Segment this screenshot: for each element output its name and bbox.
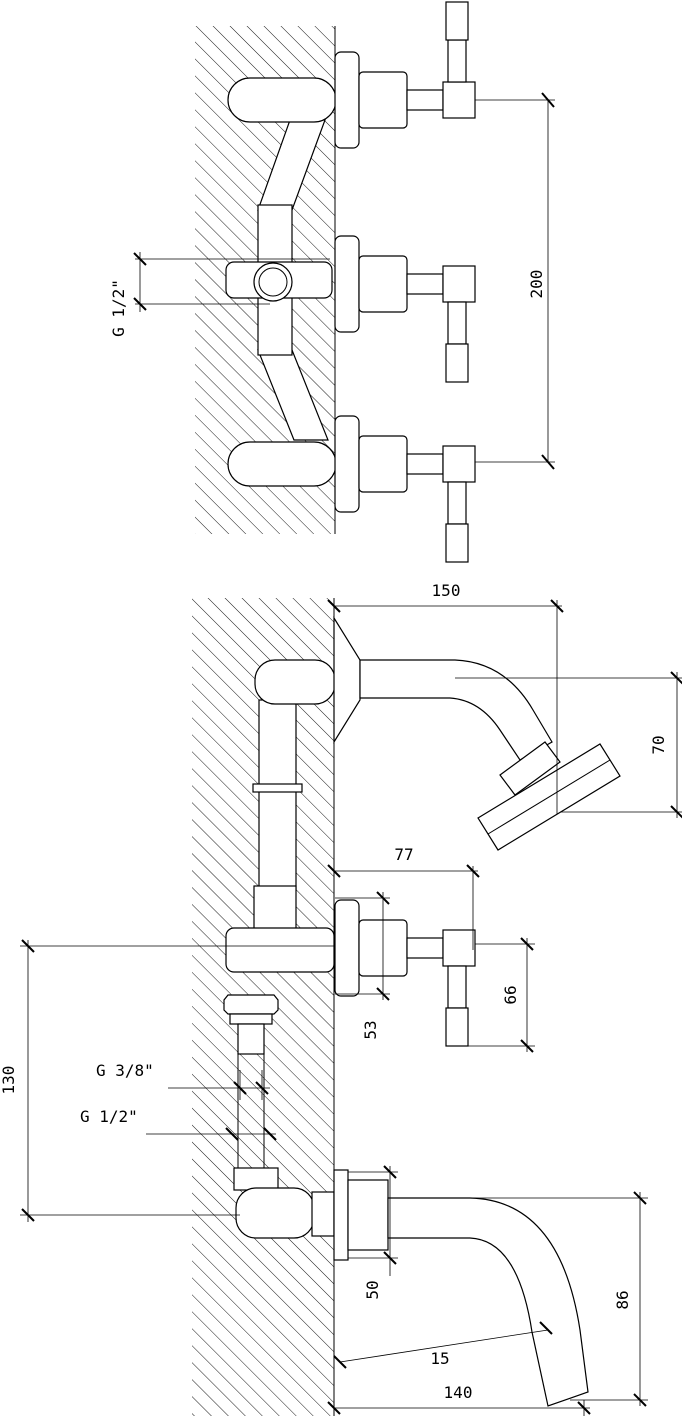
dimension-150: 150 — [327, 581, 564, 814]
elbow-bottom — [227, 441, 337, 487]
lower-fitting — [223, 994, 335, 1239]
side-view: 150 70 77 66 — [0, 581, 682, 1416]
dim-label-53: 53 — [361, 1020, 380, 1039]
dim-label-15: 15 — [430, 1349, 449, 1368]
top-view: 200 G 1/2" — [109, 1, 555, 563]
dimension-140: 140 — [327, 1383, 591, 1416]
dimension-53: 53 — [335, 891, 390, 1040]
dim-label-130: 130 — [0, 1066, 18, 1095]
dim-label-g-three-eighths: G 3/8" — [96, 1061, 154, 1080]
dim-label-50: 50 — [363, 1280, 382, 1299]
dim-label-g-half-low: G 1/2" — [80, 1107, 138, 1126]
dim-label-200: 200 — [527, 270, 546, 299]
riser-pipe — [225, 659, 336, 973]
dim-label-70: 70 — [649, 735, 668, 754]
dim-label-g-half-top: G 1/2" — [109, 279, 128, 337]
dim-label-150: 150 — [432, 581, 461, 600]
dimension-200: 200 — [475, 92, 555, 470]
distributor-body — [225, 204, 333, 356]
dimension-50: 50 — [348, 1165, 398, 1300]
valve-side — [334, 899, 476, 1047]
dimension-g-three-eighths: G 3/8" — [96, 1061, 270, 1100]
dimension-86: 86 — [470, 1191, 648, 1407]
dim-label-140: 140 — [444, 1383, 473, 1402]
dimension-g-half-low: G 1/2" — [80, 1107, 277, 1141]
elbow-top — [227, 77, 337, 123]
dim-label-86: 86 — [613, 1290, 632, 1309]
dimension-15: 15 — [333, 1321, 553, 1369]
dimension-77: 77 — [327, 845, 480, 950]
dimension-66: 66 — [468, 937, 535, 1053]
valve-top — [334, 1, 476, 149]
valve-middle — [334, 235, 476, 383]
dim-label-66: 66 — [501, 985, 520, 1004]
dim-label-77: 77 — [394, 845, 413, 864]
dimension-g-half-top: G 1/2" — [109, 252, 330, 337]
dimension-70: 70 — [455, 671, 682, 819]
bath-spout — [333, 1169, 589, 1407]
valve-bottom — [334, 415, 476, 563]
dimension-130: 130 — [0, 939, 334, 1222]
shower-assembly — [333, 615, 621, 851]
